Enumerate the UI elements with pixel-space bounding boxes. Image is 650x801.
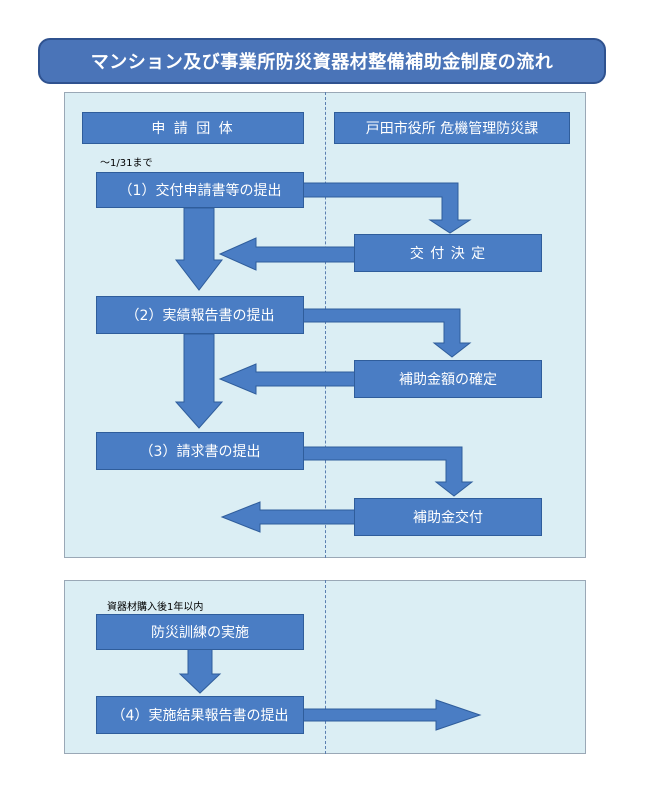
drill-box: 防災訓練の実施 (96, 614, 304, 650)
payment-box: 補助金交付 (354, 498, 542, 536)
upper-column-divider (325, 92, 326, 558)
diagram-title: マンション及び事業所防災資器材整備補助金制度の流れ (38, 38, 606, 84)
step3-invoice-box: （3）請求書の提出 (96, 432, 304, 470)
column-header-city-office: 戸田市役所 危機管理防災課 (334, 112, 570, 144)
within-year-note: 資器材購入後1年以内 (107, 602, 204, 613)
deadline-note: ～1/31まで (100, 158, 153, 169)
column-header-applicant: 申 請 団 体 (82, 112, 304, 144)
step2-report-box: （2）実績報告書の提出 (96, 296, 304, 334)
decision-box: 交 付 決 定 (354, 234, 542, 272)
step4-result-report-box: （4）実施結果報告書の提出 (96, 696, 304, 734)
confirm-amount-box: 補助金額の確定 (354, 360, 542, 398)
lower-column-divider (325, 580, 326, 754)
step1-application-box: （1）交付申請書等の提出 (96, 172, 304, 208)
